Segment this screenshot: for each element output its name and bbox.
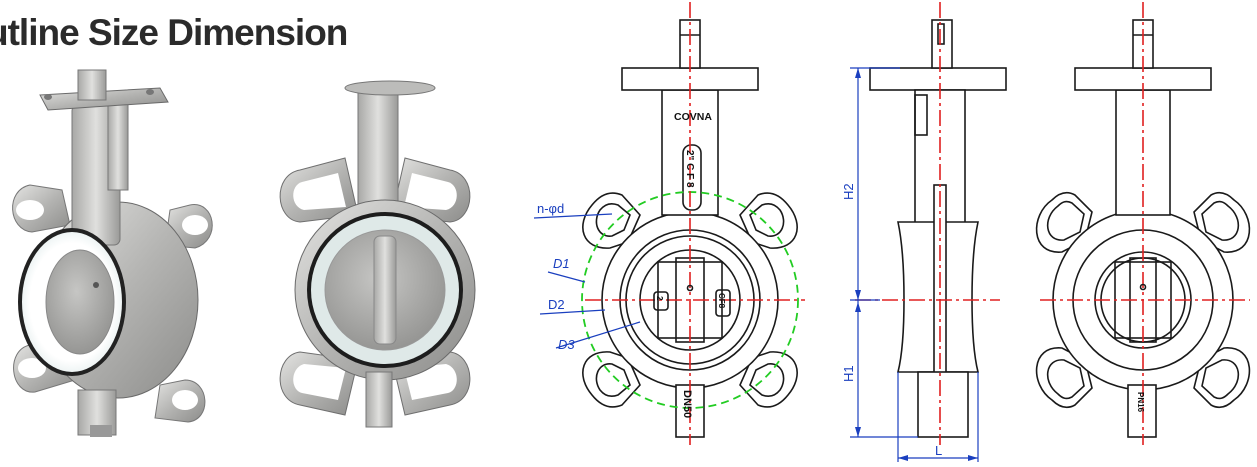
neck-marking: 2" C F 8 [684, 150, 695, 188]
leader-d2 [539, 309, 606, 315]
bottom-boss [917, 371, 969, 438]
drawing-rear-view: PN16 [1035, 2, 1251, 445]
bottom-boss [1127, 384, 1157, 438]
label-h2: H2 [841, 183, 856, 200]
rear-body-marking: PN16 [1136, 392, 1145, 413]
drawing-side-view: H2 H1 L [841, 2, 1007, 462]
drawing-front-view: COVNA 2" C F 8 DN50 2 CF8 n-φd D1 D2 D3 [533, 2, 805, 445]
disc-mark-left: 2 [655, 296, 664, 301]
page-title: utline Size Dimension [0, 12, 348, 53]
top-flange [869, 67, 1007, 91]
label-d1: D1 [553, 256, 570, 271]
valve-photo-angled [12, 69, 213, 437]
label-d2: D2 [548, 297, 565, 312]
label-d3: D3 [558, 337, 575, 352]
disc-mark-right: CF8 [717, 293, 726, 309]
lug-ears [279, 157, 471, 416]
label-l: L [935, 443, 942, 458]
leader-d1 [547, 271, 586, 283]
leader-d3 [555, 321, 641, 349]
label-h1: H1 [841, 365, 856, 382]
leader-bolt-holes [533, 213, 613, 219]
valve-photo-front [279, 80, 476, 428]
stem [77, 69, 107, 101]
label-bolt-holes: n-φd [537, 201, 564, 216]
top-flange [344, 80, 436, 96]
neck-marking-frame [682, 144, 702, 211]
disc [45, 249, 115, 355]
body-marking: DN50 [681, 390, 693, 418]
brand-marking: COVNA [674, 111, 712, 123]
